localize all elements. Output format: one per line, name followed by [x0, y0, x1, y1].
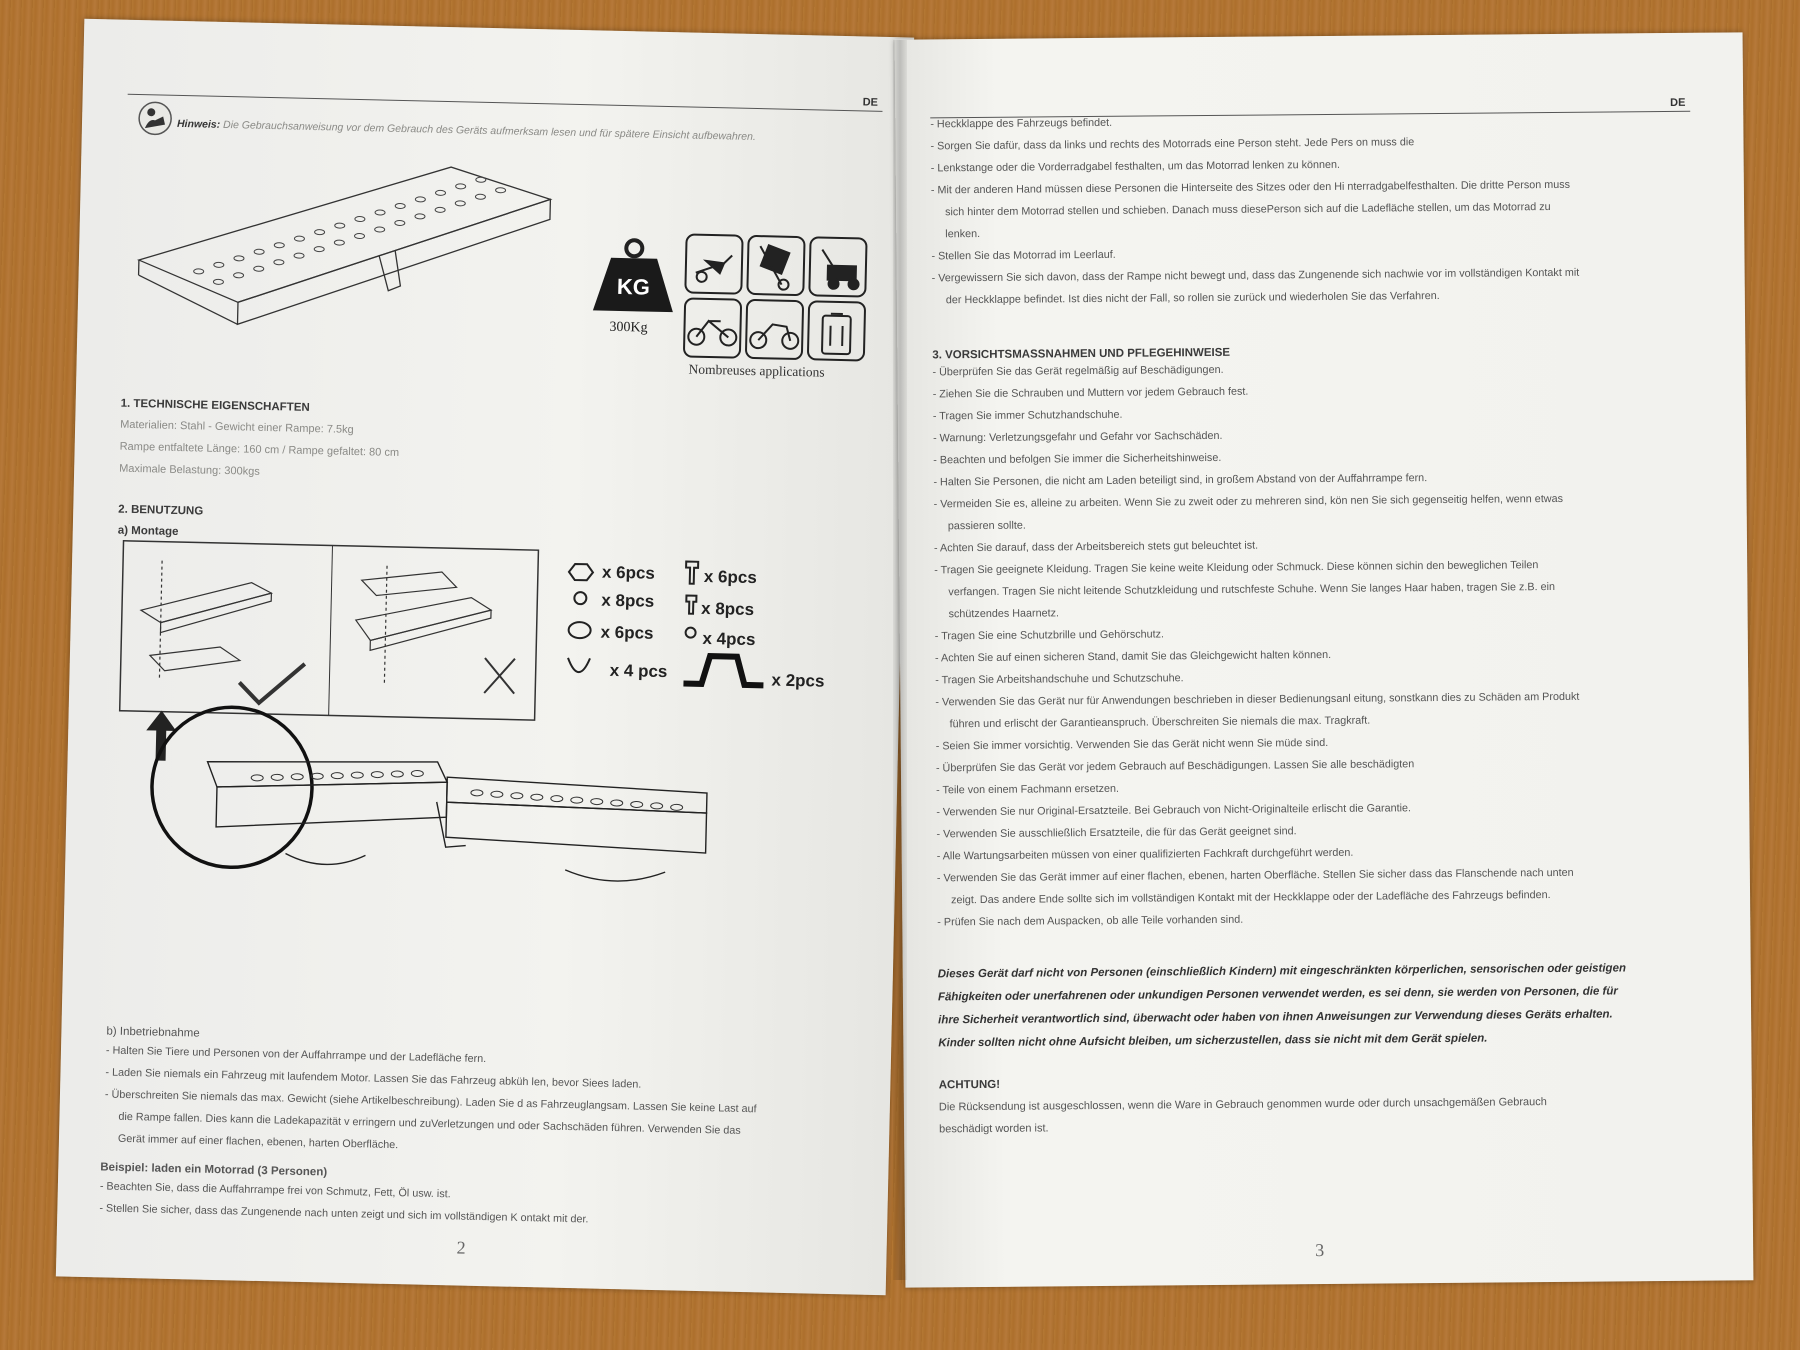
- hook-bar-icon: [683, 653, 764, 689]
- section2b-title: b) Inbetriebnahme: [106, 1025, 200, 1040]
- weight-badge: KG: [617, 274, 651, 300]
- nut-icon: [567, 563, 595, 582]
- count-bracket: x 4 pcs: [609, 660, 668, 682]
- hardware-icons-left: [567, 563, 595, 674]
- operation-list: - Halten Sie Tiere und Personen von der …: [104, 1040, 758, 1165]
- safety-warning-line: ihre Sicherheit verantwortlich sind, übe…: [938, 1008, 1613, 1027]
- note-line: Hinweis: Die Gebrauchsanweisung vor dem …: [176, 117, 756, 144]
- note-label: Hinweis:: [176, 117, 221, 131]
- spec-material: Materialien: Stahl - Gewicht einer Rampe…: [120, 418, 354, 436]
- count-washer: x 6pcs: [600, 622, 654, 643]
- short-bolt-icon: [685, 594, 698, 615]
- suitcase-icon: [807, 300, 866, 362]
- reading-person-icon: [138, 101, 172, 136]
- list-item: - Prüfen Sie nach dem Auspacken, ob alle…: [937, 913, 1244, 929]
- achtung-title: ACHTUNG!: [938, 1078, 1001, 1092]
- weight-value: 300Kg: [609, 319, 648, 336]
- count-lock-nut: x 8pcs: [601, 590, 655, 611]
- manual-page-right: DE - Heckklappe des Fahrzeugs befindet. …: [894, 32, 1754, 1288]
- page-number: 2: [456, 1237, 466, 1258]
- lock-nut-icon: [573, 591, 588, 606]
- wheelbarrow-icon: [684, 233, 744, 295]
- precautions-list: - Überprüfen Sie das Gerät regelmäßig au…: [932, 356, 1581, 934]
- hardware-icons-right: [684, 560, 700, 639]
- language-tag: DE: [1670, 96, 1686, 109]
- small-washer-icon: [684, 626, 697, 639]
- applications-grid: [683, 233, 868, 362]
- language-tag: DE: [862, 96, 879, 109]
- long-bolt-icon: [685, 560, 700, 585]
- bicycle-icon: [683, 297, 742, 359]
- achtung-text: Die Rücksendung ist ausgeschlossen, wenn…: [938, 1096, 1547, 1114]
- section2a-title: a) Montage: [117, 524, 179, 539]
- safety-warning-line: Kinder sollten nicht ohne Aufsicht bleib…: [938, 1032, 1488, 1050]
- count-short-bolt: x 8pcs: [700, 598, 755, 620]
- example-list: - Beachten Sie, dass die Auffahrrampe fr…: [99, 1175, 589, 1230]
- applications-caption: Nombreuses applications: [688, 361, 825, 380]
- book-gutter: [893, 40, 907, 1280]
- page-number: 3: [1315, 1240, 1325, 1261]
- section2-title: 2. BENUTZUNG: [118, 503, 204, 518]
- list-item: der Heckklappe befindet. Ist dies nicht …: [945, 289, 1440, 307]
- assembly-detail-box: [118, 540, 540, 721]
- hand-truck-icon: [746, 235, 806, 296]
- count-long-bolt: x 6pcs: [703, 566, 758, 588]
- loading-steps-list: - Heckklappe des Fahrzeugs befindet. - S…: [930, 108, 1579, 312]
- bracket-icon: [567, 657, 591, 674]
- count-small-washer: x 4pcs: [702, 628, 756, 650]
- folded-ramp-illustration: [137, 166, 553, 326]
- manual-page-left: DE Hinweis: Die Gebrauchsanweisung vor d…: [55, 18, 915, 1296]
- washer-icon: [567, 621, 592, 640]
- spec-length: Rampe entfaltete Länge: 160 cm / Rampe g…: [119, 440, 400, 459]
- weight-icon: KG: [592, 238, 673, 313]
- section1-title: 1. TECHNISCHE EIGENSCHAFTEN: [120, 397, 310, 414]
- exploded-ramp-diagram: [150, 705, 708, 882]
- motorbike-icon: [745, 299, 804, 360]
- count-hook-bar: x 2pcs: [771, 670, 825, 691]
- achtung-text: beschädigt worden ist.: [939, 1122, 1049, 1136]
- count-nut: x 6pcs: [601, 562, 656, 583]
- note-text: Die Gebrauchsanweisung vor dem Gebrauch …: [222, 118, 756, 144]
- header-rule: [127, 93, 883, 112]
- lawnmower-icon: [808, 236, 868, 298]
- spec-max-load: Maximale Belastung: 300kgs: [119, 462, 260, 478]
- up-arrow-icon: [146, 710, 177, 761]
